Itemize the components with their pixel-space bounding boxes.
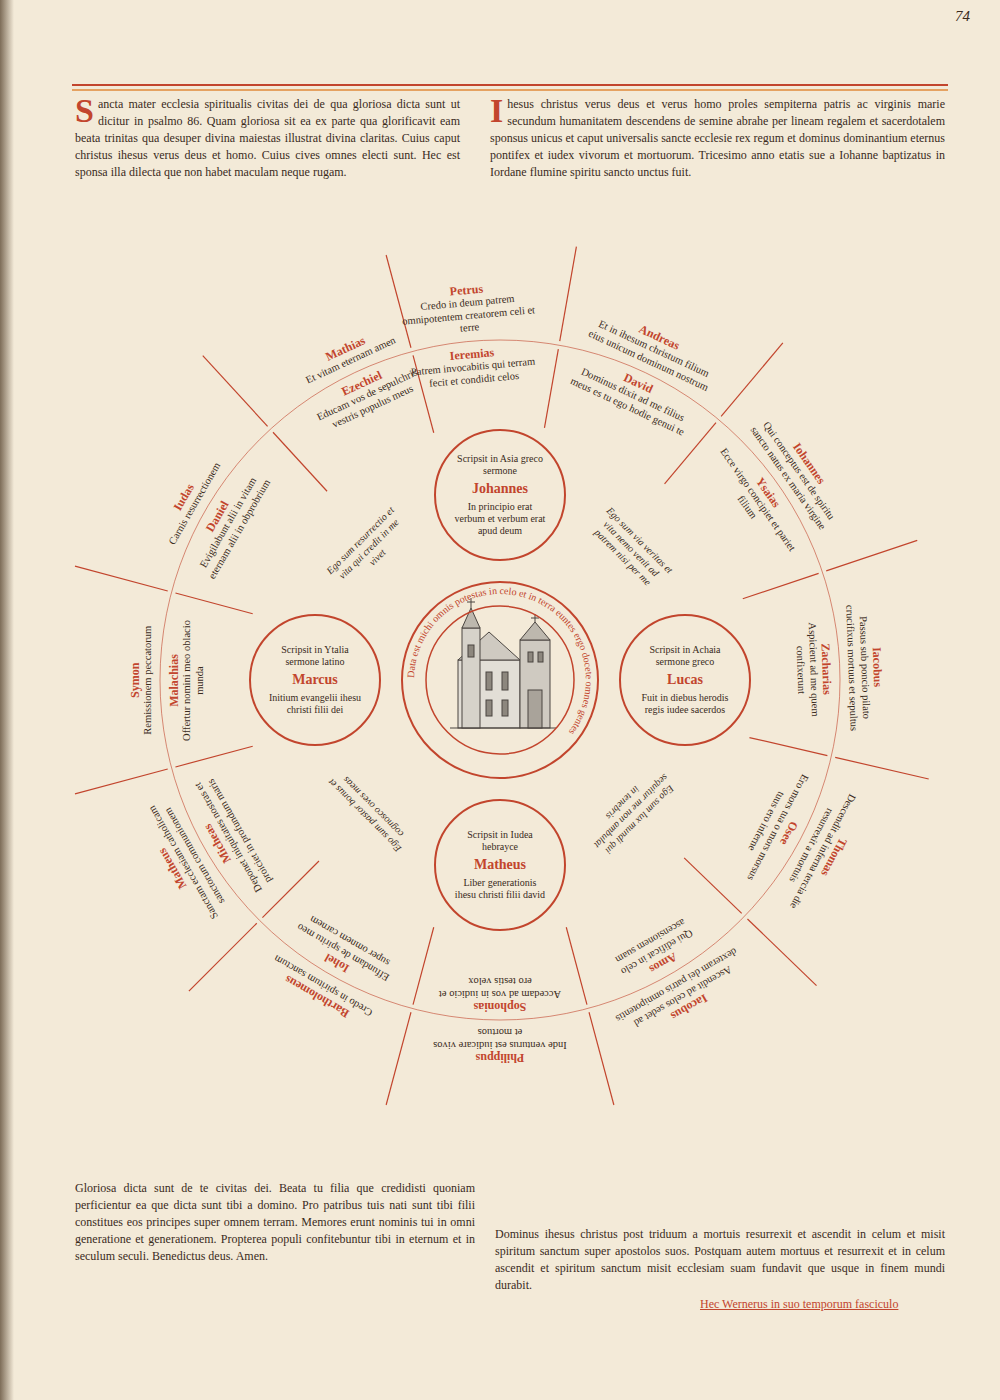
- evangelist-name: Lucas: [637, 671, 733, 689]
- gospel-incipit: Liber generationis ihesu christi filii d…: [452, 877, 548, 901]
- evangelist-note: Scripsit in Achaia sermone greco: [637, 644, 733, 668]
- evangelist-name: Matheus: [452, 856, 548, 874]
- apostle-segment: PhilippusInde venturus est iudicare vivo…: [430, 1026, 570, 1065]
- segment-divider: [747, 919, 816, 986]
- binding-edge: [0, 0, 14, 1400]
- prophecy-text: Offertur nomini meo oblacio munda: [180, 616, 205, 744]
- evangelist-text-group: Scripsit in Asia greco sermoneJohannesIn…: [452, 453, 548, 537]
- verse-block: Ego sum via veritas et vita nemo venit a…: [583, 501, 679, 597]
- segment-divider: [386, 1012, 411, 1105]
- gospel-incipit: In principio erat verbum et verbum erat …: [452, 501, 548, 537]
- prophet-name: Sophonias: [436, 1000, 564, 1014]
- prophet-name: Malachias: [166, 616, 180, 744]
- gospel-verse: Ego sum via veritas et vita nemo venit a…: [583, 501, 679, 597]
- text-block: Hec Wernerus in suo temporum fasciculo: [700, 1297, 945, 1312]
- segment-divider: [560, 247, 577, 342]
- verse-block: Ego sum lux mundi qui sequitur me non am…: [583, 763, 679, 859]
- verse-block: Ego sum pastor bonus et cognosco oves me…: [325, 767, 413, 855]
- evangelist-name: Johannes: [452, 480, 548, 498]
- inscription-text: Data est michi omnis potestas in celo et…: [405, 585, 595, 737]
- body-text: Gloriosa dicta sunt de te civitas dei. B…: [75, 1180, 475, 1265]
- body-text: Ihesus christus verus deus et verus homo…: [490, 96, 945, 181]
- evangelist-text-group: Scripsit in Iudea hebrayceMatheusLiber g…: [452, 829, 548, 901]
- prophet-segment: ZachariasAspicient ad me quem confixerun…: [793, 604, 836, 733]
- evangelist-circle: Scripsit in Asia greco sermoneJohannesIn…: [434, 429, 566, 561]
- apostle-segment: IacobusPassus sub poncio pilato crucifix…: [843, 597, 887, 738]
- apostle-segment: SymonRemissionem peccatorum: [127, 610, 154, 750]
- segment-divider: [835, 757, 929, 779]
- prophet-segment: SophoniasAccedam ad vos in iudicio et er…: [436, 975, 564, 1014]
- text-block: 74: [955, 8, 995, 25]
- creed-article: Remissionem peccatorum: [141, 610, 154, 750]
- segment-divider: [273, 432, 327, 491]
- segment-divider: [75, 769, 168, 794]
- segment-divider: [413, 927, 434, 1004]
- segment-divider: [566, 927, 587, 1004]
- segment-divider: [386, 255, 411, 348]
- segment-divider: [743, 573, 819, 598]
- evangelist-text-group: Scripsit in Achaia sermone grecoLucasFui…: [637, 644, 733, 716]
- ring-spokes: [75, 247, 929, 1105]
- text-block: Ihesus christus verus deus et verus homo…: [490, 96, 945, 181]
- circular-inscription: Data est michi omnis potestas in celo et…: [405, 585, 595, 737]
- prophecy-text: Accedam ad vos in iudicio et ero testis …: [436, 975, 564, 1000]
- body-text: Sancta mater ecclesia spiritualis civita…: [75, 96, 460, 181]
- prophecy-text: Aspicient ad me quem confixerunt: [793, 605, 822, 734]
- prophet-segment: IeremiasPatrem invocabitis qui terram fe…: [407, 342, 538, 392]
- gospel-incipit: Initium evangelii ihesu christi filii de…: [267, 692, 363, 716]
- gospel-incipit: Fuit in diebus herodis regis iudee sacer…: [637, 692, 733, 716]
- source-note: Hec Wernerus in suo temporum fasciculo: [700, 1297, 945, 1312]
- evangelist-note: Scripsit in Ytalia sermone latino: [267, 644, 363, 668]
- evangelist-circle: Scripsit in Ytalia sermone latinoMarcusI…: [249, 614, 381, 746]
- body-text: Dominus ihesus christus post triduum a m…: [495, 1226, 945, 1294]
- red-rule: [72, 84, 948, 86]
- segment-divider: [749, 738, 827, 756]
- center-circle: Data est michi omnis potestas in celo et…: [400, 580, 600, 780]
- gospel-verse: Ego sum lux mundi qui sequitur me non am…: [583, 763, 679, 859]
- segment-divider: [175, 746, 252, 767]
- prophet-segment: EzechielEducam vos de sepulchris vestris…: [301, 350, 433, 439]
- center-circle-outline: Data est michi omnis potestas in celo et…: [400, 580, 600, 780]
- creed-article: Credo in deum patrem omnipotentem creato…: [397, 291, 540, 341]
- evangelist-text-group: Scripsit in Ytalia sermone latinoMarcusI…: [267, 644, 363, 716]
- prophet-segment: MalachiasOffertur nomini meo oblacio mun…: [166, 616, 205, 744]
- prophecy-text: Patrem invocabitis qui terram fecit et c…: [408, 356, 538, 392]
- segment-divider: [175, 593, 252, 614]
- ring-divider: [160, 340, 840, 1020]
- text-block: Sancta mater ecclesia spiritualis civita…: [75, 96, 460, 181]
- segment-divider: [544, 349, 558, 428]
- segment-divider: [75, 566, 168, 591]
- evangelist-note: Scripsit in Asia greco sermone: [452, 453, 548, 477]
- apostle-name: Symon: [127, 610, 141, 750]
- creed-article: Passus sub poncio pilato crucifixus mort…: [843, 597, 873, 738]
- segment-divider: [189, 923, 257, 991]
- creed-article: Inde venturus est iudicare vivos et mort…: [430, 1026, 570, 1051]
- segment-divider: [826, 540, 917, 570]
- evangelist-note: Scripsit in Iudea hebrayce: [452, 829, 548, 853]
- segment-divider: [203, 356, 268, 427]
- folio-number: 74: [955, 8, 995, 25]
- evangelist-name: Marcus: [267, 671, 363, 689]
- text-block: Dominus ihesus christus post triduum a m…: [495, 1226, 945, 1294]
- text-block: Gloriosa dicta sunt de te civitas dei. B…: [75, 1180, 475, 1265]
- verse-block: Ego sum resurrectio et vita qui credit i…: [321, 501, 417, 597]
- segment-divider: [589, 1012, 614, 1105]
- segment-divider: [684, 858, 742, 914]
- segment-divider: [262, 861, 319, 918]
- apostle-segment: PetrusCredo in deum patrem omnipotentem …: [396, 277, 540, 341]
- red-rule: [72, 89, 948, 91]
- evangelist-circle: Scripsit in Iudea hebrayceMatheusLiber g…: [434, 799, 566, 931]
- gospel-verse: Ego sum pastor bonus et cognosco oves me…: [325, 767, 413, 855]
- evangelist-circle: Scripsit in Achaia sermone grecoLucasFui…: [619, 614, 751, 746]
- segment-divider: [721, 343, 783, 417]
- gospel-verse: Ego sum resurrectio et vita qui credit i…: [321, 501, 417, 597]
- apostle-name: Philippus: [430, 1051, 570, 1065]
